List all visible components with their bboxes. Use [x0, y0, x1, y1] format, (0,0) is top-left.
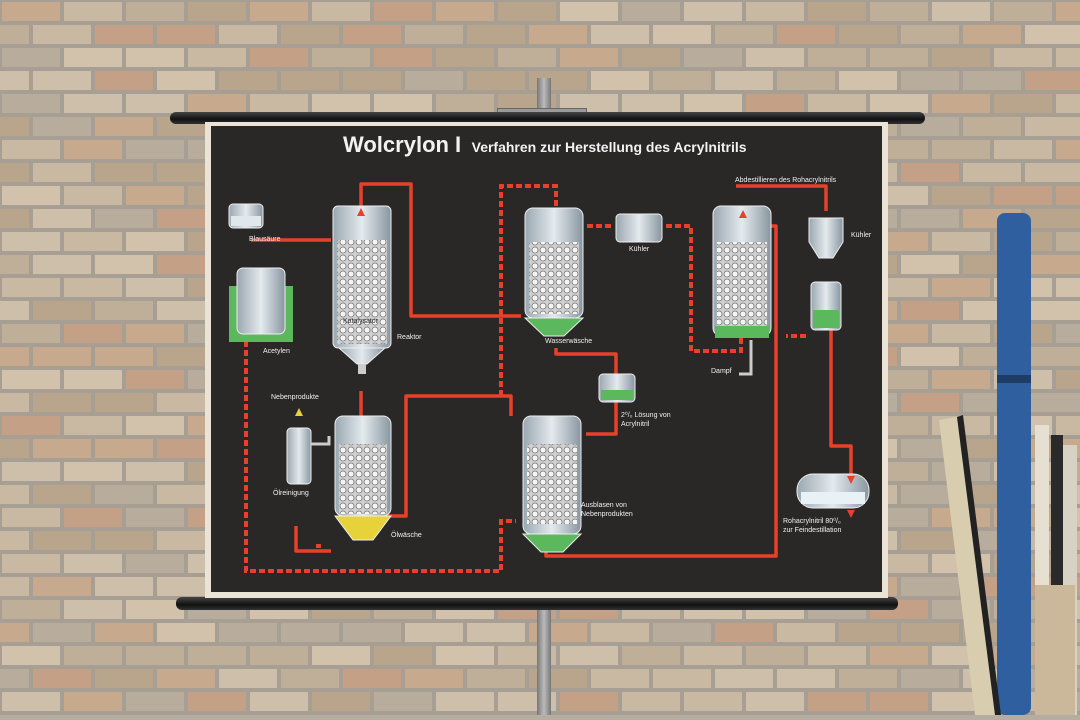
label-oelwaesche: Ölwäsche [391, 532, 422, 539]
label-wasserwaesche: Wasserwäsche [545, 338, 593, 345]
label-oelreinigung: Ölreinigung [273, 490, 309, 497]
blausaeure-tank [228, 203, 264, 229]
pipe-network [251, 182, 853, 558]
pipe-oel-to-center [381, 394, 513, 518]
oelreinigung-vessel [286, 427, 331, 485]
poster-title-main: Wolcrylon I [343, 132, 462, 157]
process-chart-poster: Wolcrylon I Verfahren zur Herstellung de… [205, 122, 888, 598]
ausblasen-column [521, 415, 583, 553]
oelwaesche-column [334, 415, 392, 541]
wasserwaesche-column [523, 207, 585, 337]
stand-pole-bottom [537, 605, 551, 715]
label-kuehler-right: Kühler [851, 232, 872, 239]
pipe-reactor-to-wash [359, 182, 521, 318]
label-rohacryl-1: Rohacrylnitril 80⁰/₀ [783, 518, 841, 525]
label-ausblasen-1: Ausblasen von [581, 502, 627, 509]
label-nebenprodukte: Nebenprodukte [271, 394, 319, 401]
abdestillier-column [712, 205, 772, 376]
label-loesung-2: Acrylnitril [621, 421, 650, 428]
flow-arrows [357, 208, 855, 518]
label-katalysator: Katalysator [343, 318, 379, 325]
label-loesung-1: 2⁰/₀ Lösung von [621, 412, 671, 419]
dashed-pipes [244, 184, 806, 573]
reactor-vessel [332, 205, 392, 374]
solution-tank [598, 373, 636, 403]
label-abdestillieren: Abdestillieren des Rohacrylnitrils [735, 177, 837, 184]
nebenprodukte-arrow [295, 408, 303, 416]
label-ausblasen-2: Nebenprodukten [581, 511, 633, 518]
label-acetylen: Acetylen [263, 348, 290, 355]
bottom-rod [176, 597, 898, 610]
leaning-poster-tubes [935, 205, 1080, 715]
pipe-right-down [829, 316, 853, 476]
kuehler-right [808, 217, 844, 331]
label-blausaeure: Blausäure [249, 236, 281, 243]
top-rod [170, 112, 925, 124]
label-dampf: Dampf [711, 368, 732, 375]
acetylen-tank [229, 267, 293, 342]
kuehler-mid [615, 213, 663, 243]
pipe-wash-to-tank [554, 348, 618, 374]
poster-subtitle: Verfahren zur Herstellung des Acrylnitri… [471, 139, 747, 155]
label-kuehler-mid: Kühler [629, 246, 650, 253]
rohacryl-tank [796, 473, 870, 509]
label-rohacryl-2: zur Feindestillation [783, 527, 842, 534]
process-diagram [228, 182, 870, 573]
poster-title: Wolcrylon I Verfahren zur Herstellung de… [343, 132, 747, 158]
label-reaktor: Reaktor [397, 334, 422, 341]
pipe-lower-to-distill [544, 224, 778, 558]
pipe-top-right [736, 184, 828, 211]
pipe-oil [294, 526, 331, 553]
pipe-tank-to-lower [586, 396, 618, 436]
